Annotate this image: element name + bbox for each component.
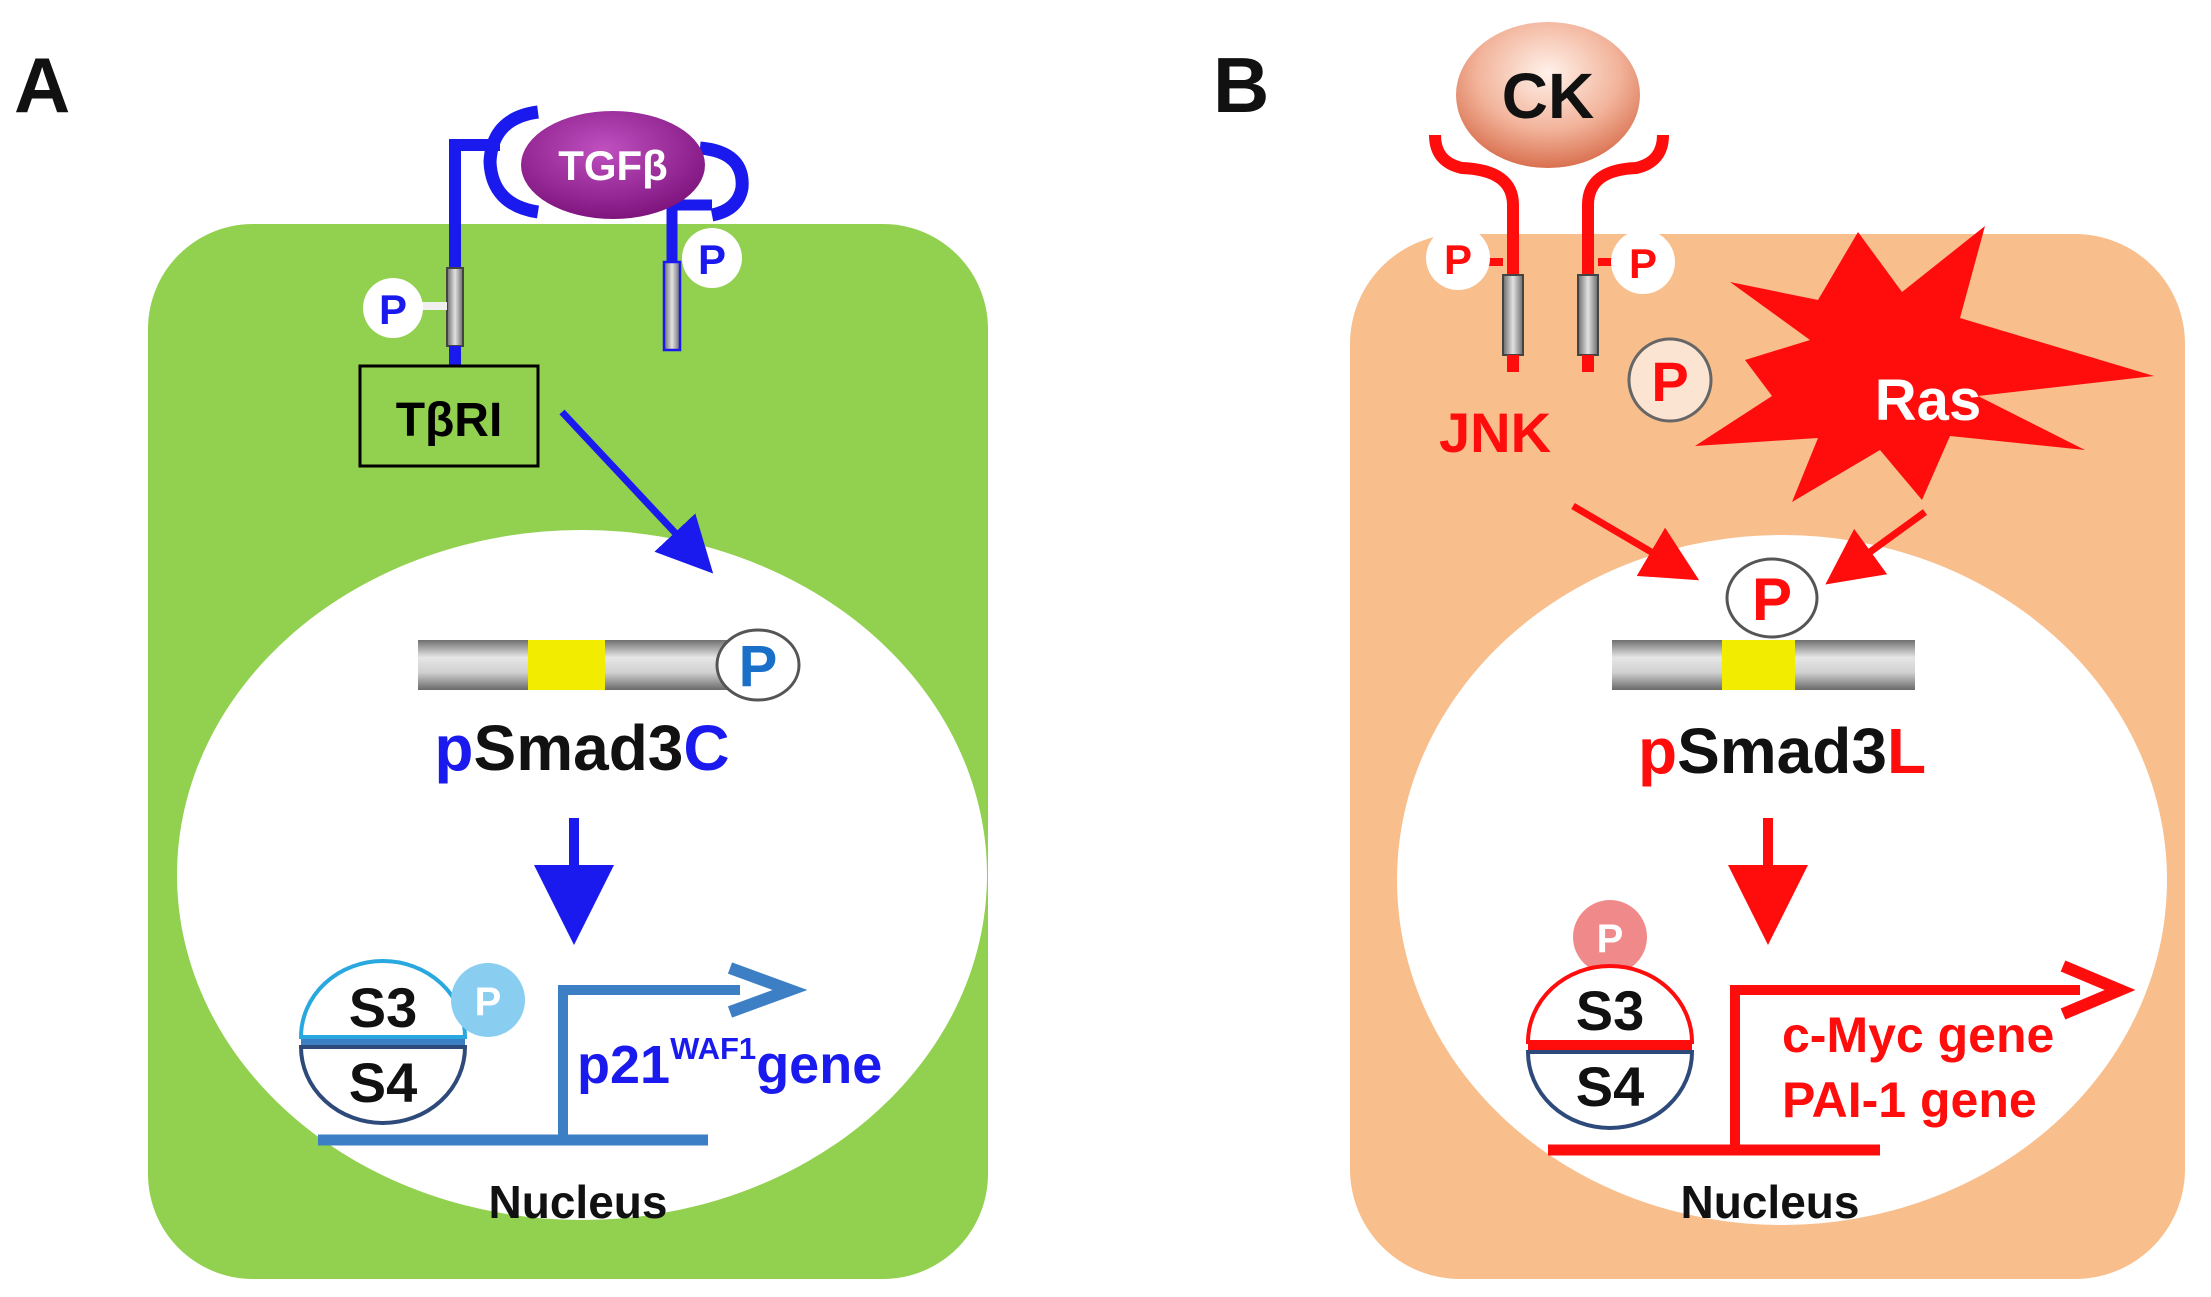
ck-ligand [1456, 22, 1640, 168]
ras-burst [1695, 226, 2154, 502]
tm-b-right [1577, 274, 1599, 356]
svg-text:P: P [1651, 350, 1688, 413]
arrow-jnk-to-smad [1571, 502, 1700, 581]
gene-label-b-1: c-Myc gene [1782, 1007, 2054, 1063]
tm-b-left [1502, 274, 1524, 356]
jnk-label: JNK [1439, 401, 1551, 464]
receptor-a-left-cup [483, 105, 540, 219]
tbri-label: TβRI [396, 394, 503, 447]
phospho-a-left [363, 278, 423, 338]
tgfb-ligand [521, 111, 705, 219]
phospho-smad3l [1725, 557, 1819, 639]
psmad3l-label: pSmad3L [1638, 715, 1926, 787]
receptor-b-left [1429, 134, 1519, 285]
svg-text:P: P [739, 634, 778, 699]
phospho-b-left [1426, 226, 1490, 290]
phospho-a-right [682, 228, 742, 288]
nucleus-a [177, 530, 987, 1220]
receptor-b-right [1582, 134, 1669, 285]
gene-label-a: p21WAF1gene [577, 1031, 882, 1095]
s3-label-a: S3 [349, 976, 418, 1039]
tgfb-label: TGFβ [558, 142, 668, 189]
nucleus-label-a: Nucleus [489, 1176, 668, 1228]
phospho-jnk [1627, 337, 1713, 423]
s4-dome-a [298, 1045, 468, 1125]
receptor-a-left [449, 139, 500, 275]
gene-label-b-2: PAI-1 gene [1782, 1072, 2037, 1128]
tm-a-right [662, 260, 682, 352]
panel-a: A TGFβ P P TβRI P pSma [14, 41, 988, 1279]
s3-dome-b [1525, 964, 1695, 1044]
phospho-smad3c [715, 628, 801, 702]
s4-label-b: S4 [1576, 1055, 1645, 1118]
svg-text:P: P [1597, 917, 1624, 961]
tm-a-left [446, 267, 464, 347]
panel-b: B CK P P JNK P Ras P [1213, 22, 2185, 1279]
svg-text:P: P [1629, 240, 1657, 287]
arrow-tbri-to-smad [559, 409, 714, 574]
nucleus-label-b: Nucleus [1681, 1176, 1860, 1228]
receptor-a-right-cup [699, 141, 749, 222]
s4-label-a: S4 [349, 1051, 418, 1114]
panel-a-letter: A [14, 41, 70, 129]
panel-b-letter: B [1213, 41, 1269, 129]
promoter-arrow-a [558, 985, 740, 1140]
psmad3c-label: pSmad3C [434, 712, 729, 784]
s4-dome-b [1525, 1050, 1695, 1130]
phospho-s3-a [451, 963, 525, 1037]
s3-label-b: S3 [1576, 979, 1645, 1042]
phospho-b-right [1611, 230, 1675, 294]
svg-text:P: P [379, 286, 407, 333]
promoter-arrow-b [1730, 985, 2080, 1150]
phospho-s3-b [1573, 900, 1647, 974]
svg-text:P: P [1444, 236, 1472, 283]
arrow-ras-to-smad [1825, 509, 1928, 585]
svg-text:P: P [698, 236, 726, 283]
ck-label: CK [1502, 60, 1594, 132]
svg-text:P: P [1752, 566, 1792, 633]
ras-label: Ras [1875, 368, 1981, 433]
svg-text:P: P [475, 980, 502, 1024]
tbri-box [358, 364, 540, 468]
